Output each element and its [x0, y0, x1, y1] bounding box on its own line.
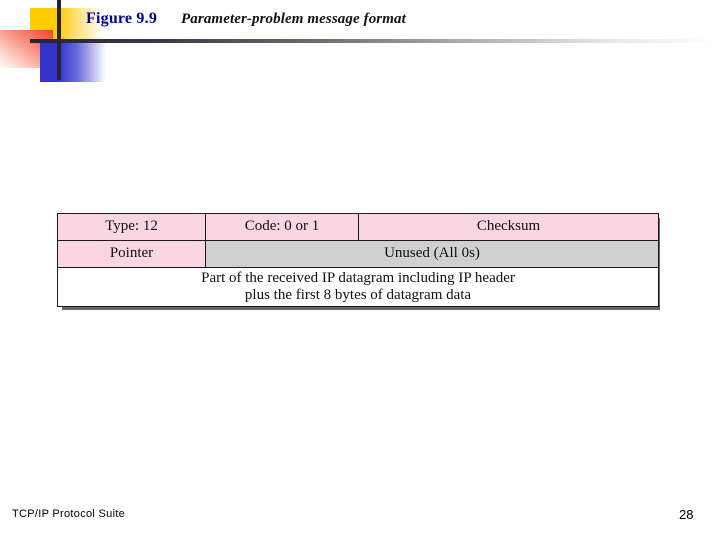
field-cell-type: Type: 12	[57, 213, 206, 241]
figure-number-label: Figure 9.9	[86, 10, 158, 27]
table-row: Part of the received IP datagram includi…	[57, 267, 659, 307]
figure-caption-label: Parameter-problem message format	[181, 11, 406, 27]
field-cell-pointer: Pointer	[57, 240, 206, 268]
field-cell-code: Code: 0 or 1	[205, 213, 359, 241]
decor-vertical-rule	[57, 0, 61, 80]
payload-line-1: Part of the received IP datagram includi…	[201, 269, 515, 286]
field-cell-payload: Part of the received IP datagram includi…	[57, 267, 659, 307]
footer-page-number: 28	[679, 507, 694, 522]
table-row: Pointer Unused (All 0s)	[57, 240, 659, 268]
table-row: Type: 12 Code: 0 or 1 Checksum	[57, 213, 659, 241]
decor-yellow-square	[30, 8, 58, 46]
packet-field-table: Type: 12 Code: 0 or 1 Checksum Pointer U…	[57, 213, 659, 307]
packet-format-diagram: Type: 12 Code: 0 or 1 Checksum Pointer U…	[57, 213, 660, 310]
payload-line-2: plus the first 8 bytes of datagram data	[244, 287, 472, 303]
page-title: Figure 9.9 Parameter-problem message form…	[86, 10, 406, 28]
decor-blue-gradient	[58, 42, 106, 82]
decor-horizontal-rule	[30, 39, 720, 43]
footer-book-title: TCP/IP Protocol Suite	[12, 508, 126, 520]
decor-blue-square	[40, 42, 58, 82]
field-cell-unused: Unused (All 0s)	[205, 240, 659, 268]
decor-red-gradient-square	[0, 30, 53, 68]
field-cell-checksum: Checksum	[358, 213, 659, 241]
